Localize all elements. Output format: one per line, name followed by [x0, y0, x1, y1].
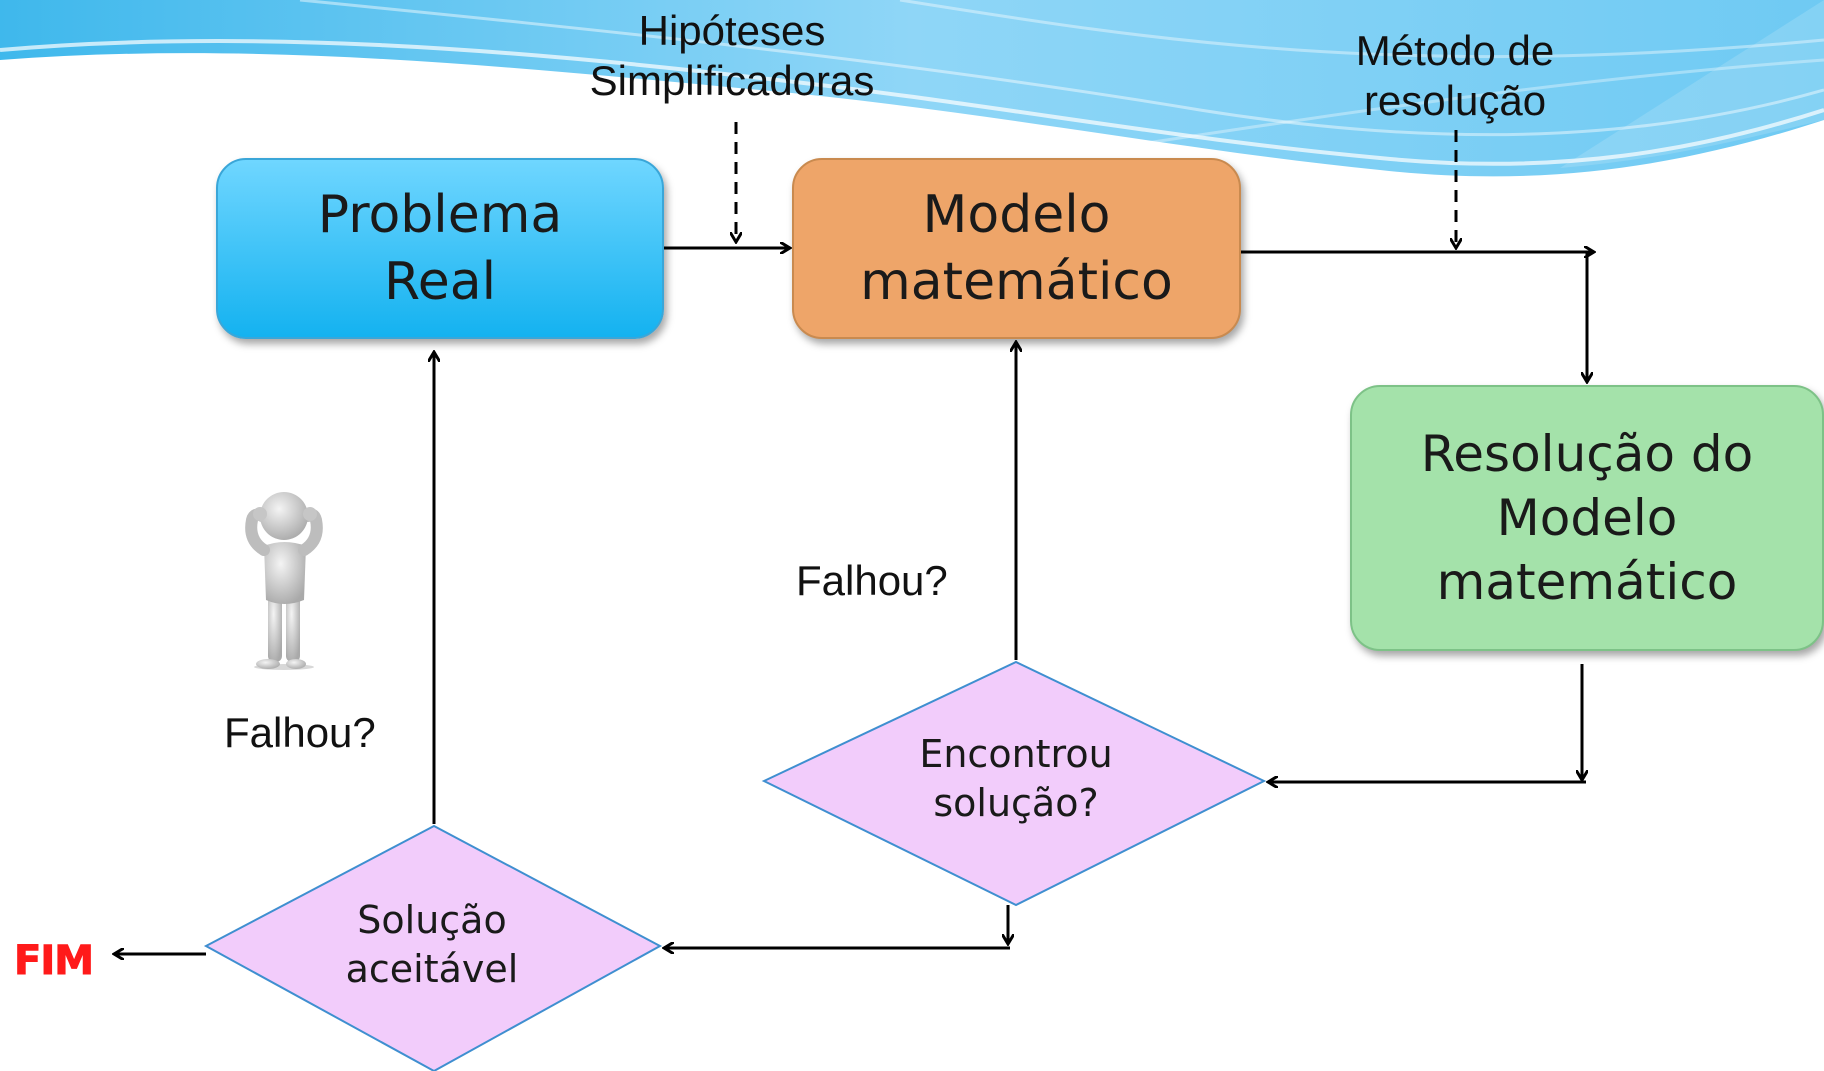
annotation-hipoteses-simplificadoras: Hipóteses Simplificadoras: [589, 7, 875, 105]
decision-encontrou-solucao-label: Encontrou solução?: [919, 732, 1113, 826]
node-problema-real: Problema Real: [216, 158, 664, 339]
node-resolucao-modelo-label: Resolução do Modelo matemático: [1420, 425, 1754, 611]
confused-person-icon: [245, 492, 323, 670]
node-resolucao-modelo: Resolução do Modelo matemático: [1350, 385, 1824, 651]
annotation-falhou-left: Falhou?: [224, 709, 376, 756]
end-label-fim: FIM: [13, 938, 94, 985]
node-modelo-matematico-label: Modelo matemático: [860, 184, 1173, 312]
node-problema-real-label: Problema Real: [317, 184, 563, 312]
decision-solucao-aceitavel-label: Solução aceitável: [345, 898, 519, 992]
annotation-metodo-de-resolucao: Método de resolução: [1355, 27, 1555, 125]
node-modelo-matematico: Modelo matemático: [792, 158, 1241, 339]
annotation-falhou-middle: Falhou?: [796, 557, 948, 604]
